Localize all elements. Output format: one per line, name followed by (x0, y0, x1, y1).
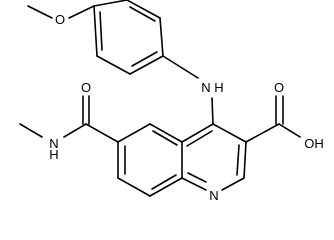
bond (181, 177, 207, 191)
bond (117, 123, 151, 143)
bond (221, 177, 245, 191)
bond (129, 6, 156, 22)
bond (149, 177, 183, 197)
bond (159, 17, 164, 57)
bond (117, 177, 151, 197)
bond (85, 123, 119, 143)
bond (243, 141, 247, 179)
amide-nitrogen-label: N (49, 136, 58, 151)
bond (212, 123, 247, 143)
bond (96, 55, 131, 75)
bond (68, 5, 95, 19)
methoxy-oxygen-label: O (55, 12, 65, 27)
amine-nitrogen-label: N (201, 80, 210, 95)
bond (99, 11, 103, 51)
bond (63, 123, 87, 138)
bond (236, 144, 240, 176)
bond (19, 123, 43, 138)
bond (27, 5, 53, 19)
acid-carbonyl-oxygen-label: O (274, 80, 284, 95)
acid-hydroxyl-label: OH (304, 136, 324, 151)
bond (93, 5, 98, 57)
bond (149, 123, 183, 143)
bond (181, 123, 214, 143)
bond (126, 0, 161, 19)
bond (278, 123, 301, 138)
bond (211, 97, 214, 125)
bond (151, 174, 177, 190)
bond (152, 130, 178, 146)
bond (131, 51, 158, 67)
bond (187, 172, 207, 183)
ring-nitrogen-label: N (209, 188, 218, 203)
bond (162, 55, 199, 79)
molecule-structure: O N H O N H O OH N (19, 0, 324, 203)
bond (93, 0, 128, 7)
amide-hydrogen-label: H (49, 147, 58, 162)
amine-hydrogen-label: H (214, 80, 223, 95)
amide-oxygen-label: O (81, 80, 91, 95)
bond (245, 123, 280, 143)
bond (186, 130, 213, 147)
bond (129, 55, 164, 75)
bonds (19, 0, 301, 197)
atom-labels: O N H O N H O OH N (49, 12, 323, 203)
